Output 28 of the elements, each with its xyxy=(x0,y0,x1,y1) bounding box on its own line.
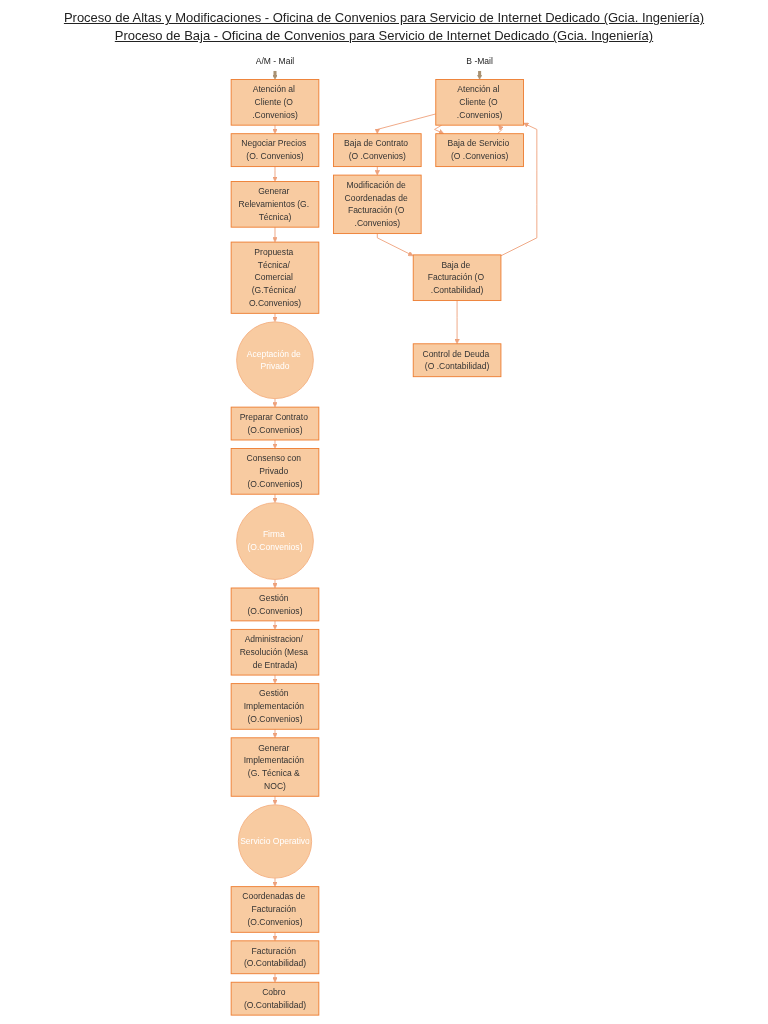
node-circle: Firma (O.Convenios) xyxy=(236,502,314,580)
node-box: Propuesta Técnica/ Comercial (G.Técnica/ O.Convenios) xyxy=(230,241,320,314)
node-box: Atención al Cliente (O .Convenios) xyxy=(230,79,320,126)
node-box: Preparar Contrato (O.Convenios) xyxy=(230,406,320,441)
node-box: Baja de Facturación (O .Contabilidad) xyxy=(412,254,502,301)
node-box: Gestión (O.Convenios) xyxy=(230,587,320,622)
node-box: Facturación (O.Contabilidad) xyxy=(230,940,320,975)
node-circle: Servicio Operativo xyxy=(237,804,313,879)
node-text: B -Mail xyxy=(466,55,493,66)
section-heading: Proceso de Baja - Oficina de Convenios para Servicio de Internet Dedicado (Gcia. Ingeniería) xyxy=(113,28,655,43)
node-box: Negociar Precios (O. Convenios) xyxy=(230,133,320,168)
node-box: Control de Deuda (O .Contabilidad) xyxy=(412,343,502,378)
node-box: Gestión Implementación (O.Convenios) xyxy=(230,683,320,730)
node-box: Coordenadas de Facturación (O.Convenios) xyxy=(230,886,320,933)
node-box: Modificación de Coordenadas de Facturación (O .Convenios) xyxy=(333,174,422,235)
node-box: Consenso con Privado (O.Convenios) xyxy=(230,448,320,495)
node-box: Baja de Contrato (O .Convenios) xyxy=(333,133,422,168)
arrow xyxy=(272,70,278,80)
node-box: Administracion/ Resolución (Mesa de Entrada) xyxy=(230,628,320,676)
arrow xyxy=(476,70,483,80)
node-box: Generar Implementación (G. Técnica & NOC) xyxy=(230,737,320,797)
node-circle: Aceptación de Privado xyxy=(236,321,314,400)
node-text: A/M - Mail xyxy=(255,55,295,66)
diagram-title: Proceso de Altas y Modificaciones - Oficina de Convenios para Servicio de Internet Dedicado (Gcia. Ingeniería) xyxy=(62,10,706,25)
node-box: Baja de Servicio (O .Convenios) xyxy=(435,133,524,168)
node-box: Generar Relevamientos (G. Técnica) xyxy=(230,181,320,228)
node-box: Atención al Cliente (O .Convenios) xyxy=(435,79,524,126)
node-box: Cobro (O.Contabilidad) xyxy=(230,981,320,1016)
